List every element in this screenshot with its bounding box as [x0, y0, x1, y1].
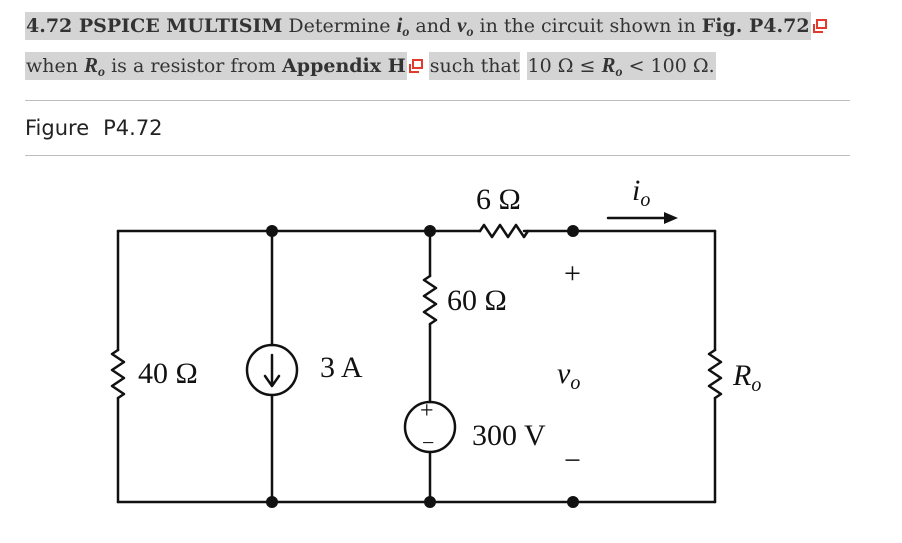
current-source-label: 3 A — [320, 351, 363, 384]
voltage-source-minus: − — [422, 430, 434, 455]
divider — [25, 100, 850, 101]
problem-text: Determine — [288, 15, 391, 37]
problem-text: and — [415, 15, 452, 37]
problem-text: when — [26, 55, 78, 77]
voltage-source-plus: + — [420, 398, 434, 424]
problem-line-1-highlight: 4.72 PSPICE MULTISIM Determine io and vo… — [25, 12, 811, 40]
problem-line-1: 4.72 PSPICE MULTISIM Determine io and vo… — [25, 5, 895, 45]
io-arrowhead — [664, 212, 678, 224]
junction-node — [424, 496, 436, 508]
terminal-node — [567, 225, 579, 237]
vo-plus: + — [564, 257, 581, 290]
resistor-ro-symbol — [707, 348, 723, 400]
junction-node — [266, 496, 278, 508]
junction-node — [424, 225, 436, 237]
problem-line-2-highlight-b: such that — [428, 52, 521, 80]
voltage-source-label: 300 V — [472, 419, 546, 452]
problem-number-tags: 4.72 PSPICE MULTISIM — [26, 15, 283, 37]
resistor-6-symbol — [478, 223, 530, 239]
terminal-node — [567, 496, 579, 508]
problem-text: in the circuit shown in — [479, 15, 696, 37]
io-label: io — [632, 174, 650, 211]
problem-line-2: when Ro is a resistor from Appendix H su… — [25, 45, 895, 85]
vo-variable: vo — [457, 13, 474, 40]
external-link-icon[interactable] — [812, 19, 827, 33]
ro-variable: Ro — [84, 53, 106, 80]
inequality: 10 Ω ≤ Ro < 100 Ω. — [526, 52, 716, 80]
problem-text: is a resistor from — [111, 55, 276, 77]
resistor-60-symbol — [422, 274, 438, 326]
ro-variable: Ro — [601, 53, 623, 80]
current-arrow — [263, 353, 281, 388]
io-variable: io — [396, 13, 410, 40]
resistor-6-label: 6 Ω — [476, 183, 521, 216]
external-link-icon[interactable] — [408, 59, 423, 73]
problem-statement: 4.72 PSPICE MULTISIM Determine io and vo… — [25, 5, 895, 85]
vo-label: vo — [557, 357, 580, 394]
resistor-60-label: 60 Ω — [447, 284, 507, 317]
vo-minus: − — [564, 444, 581, 477]
resistor-40-label: 40 Ω — [138, 357, 198, 390]
appendix-link[interactable]: Appendix H — [282, 55, 406, 77]
divider — [25, 155, 850, 156]
problem-text: such that — [429, 55, 520, 77]
ro-label: Ro — [732, 359, 761, 396]
figure-link[interactable]: Fig. P4.72 — [701, 15, 810, 37]
junction-node — [266, 225, 278, 237]
resistor-40-symbol — [110, 348, 126, 400]
problem-line-2-highlight: when Ro is a resistor from Appendix H — [25, 52, 407, 80]
